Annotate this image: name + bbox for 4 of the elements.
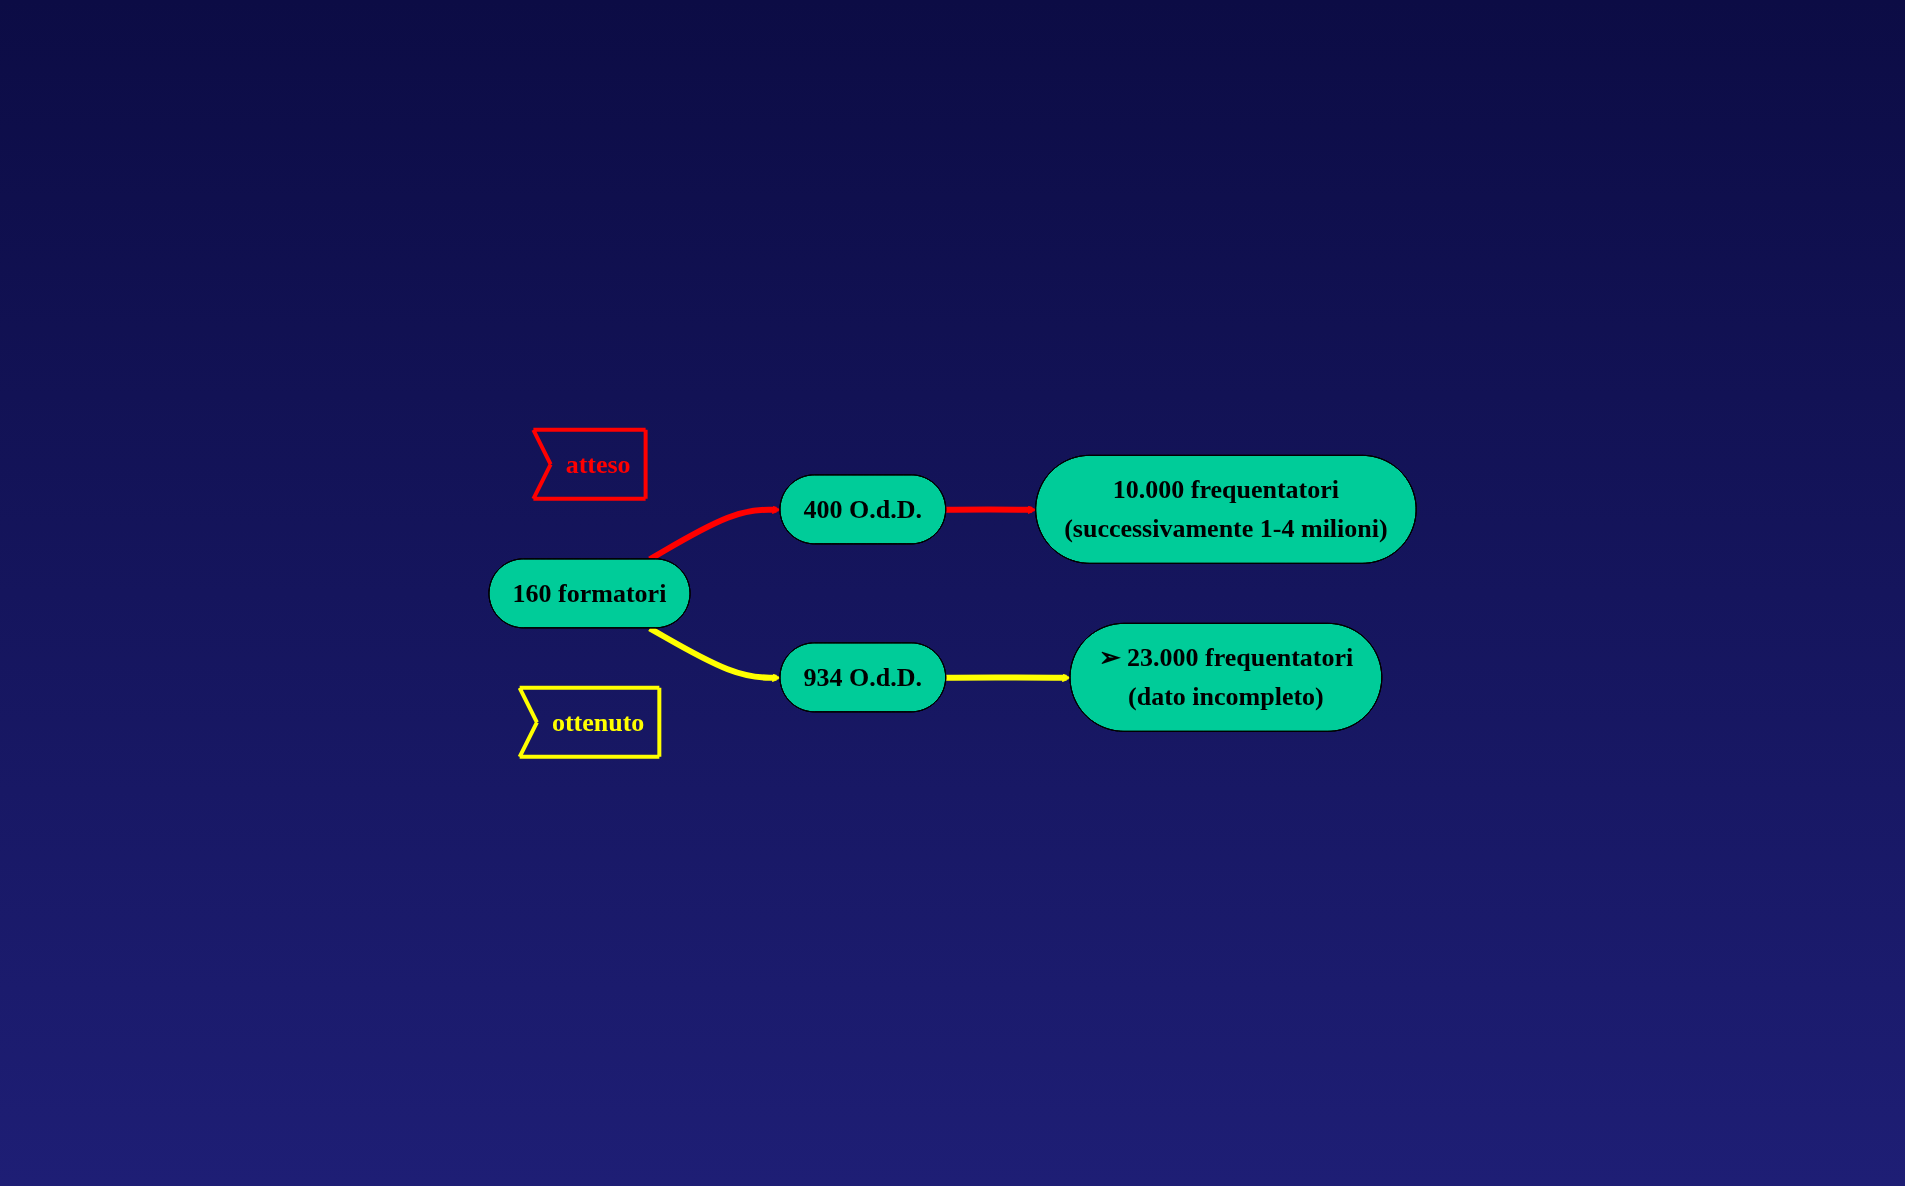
arrow xyxy=(946,505,1037,514)
arrow xyxy=(946,673,1071,682)
node-text: ottenuto xyxy=(551,707,645,737)
node-text: atteso xyxy=(565,449,631,479)
